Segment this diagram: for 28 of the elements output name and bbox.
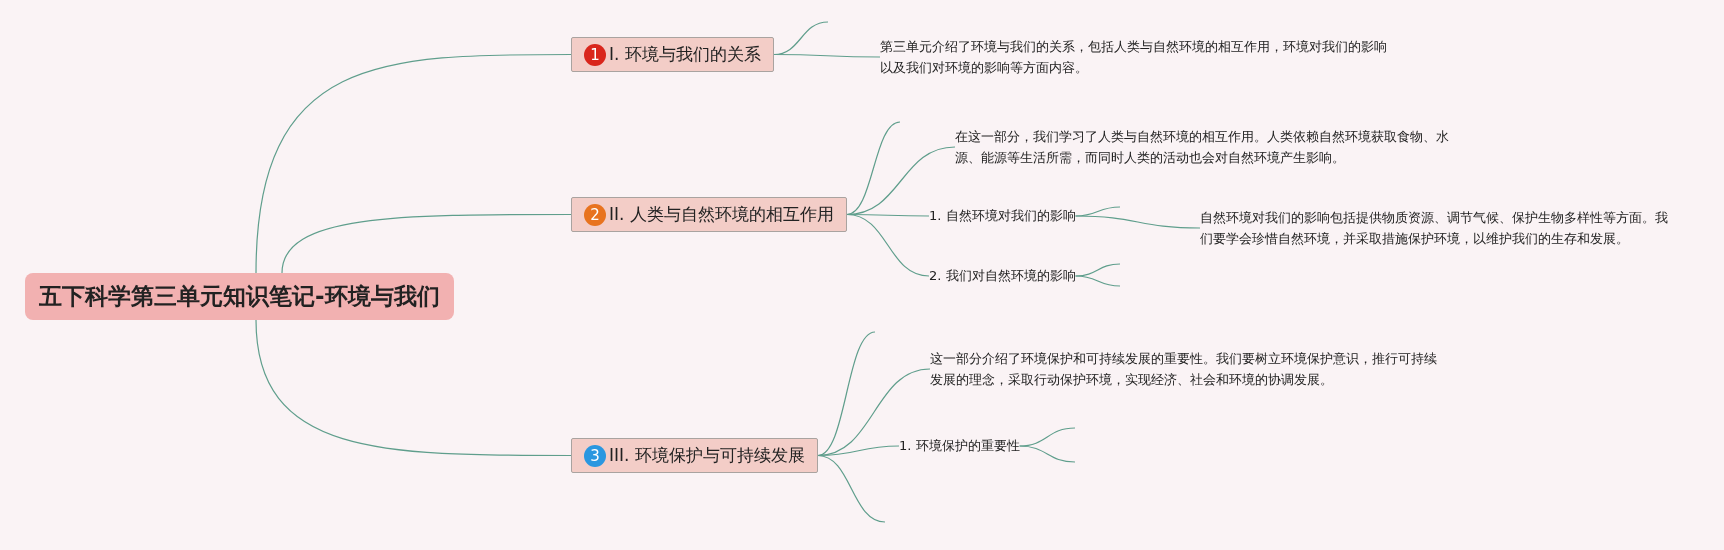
topic-title: III. 环境保护与可持续发展 <box>609 444 805 467</box>
root-topic-box: 五下科学第三单元知识笔记-环境与我们 <box>25 273 454 320</box>
topic-box <box>571 197 847 232</box>
topic-title: II. 人类与自然环境的相互作用 <box>609 203 834 226</box>
note-text: 在这一部分，我们学习了人类与自然环境的相互作用。人类依赖自然环境获取食物、水源、能源等生活所需，而同时人类的活动也会对自然环境产生影响。 <box>955 126 1465 168</box>
connector-line <box>255 319 572 457</box>
connector-line <box>1018 445 1076 463</box>
note-text: 第三单元介绍了环境与我们的关系，包括人类与自然环境的相互作用，环境对我们的影响以及我们对环境的影响等方面内容。 <box>880 36 1390 78</box>
connector-line <box>281 213 572 274</box>
topic-box <box>571 37 774 72</box>
number-badge: 3 <box>584 444 606 467</box>
number-badge: 1 <box>584 43 606 66</box>
subtopic-text: 2. 我们对自然环境的影响 <box>929 266 1076 286</box>
subtopic-text: 1. 自然环境对我们的影响 <box>929 206 1076 226</box>
connector-line <box>846 121 901 216</box>
topic-title: I. 环境与我们的关系 <box>609 43 761 66</box>
number-badge: 2 <box>584 203 606 226</box>
subtopic-text: 1. 环境保护的重要性 <box>899 436 1020 456</box>
connector-line <box>817 454 886 523</box>
note-text: 这一部分介绍了环境保护和可持续发展的重要性。我们要树立环境保护意识，推行可持续发展的理念，采取行动保护环境，实现经济、社会和环境的协调发展。 <box>930 348 1440 390</box>
connector-line <box>846 213 930 277</box>
connector-line <box>1074 275 1121 287</box>
topic-box <box>571 438 818 473</box>
connector-line <box>255 53 572 274</box>
connector-line <box>1074 215 1201 229</box>
connector-line <box>773 53 881 58</box>
note-text: 自然环境对我们的影响包括提供物质资源、调节气候、保护生物多样性等方面。我们要学会珍惜自然环境，并采取措施保护环境，以维护我们的生存和发展。 <box>1200 207 1680 249</box>
connector-line <box>817 331 876 457</box>
